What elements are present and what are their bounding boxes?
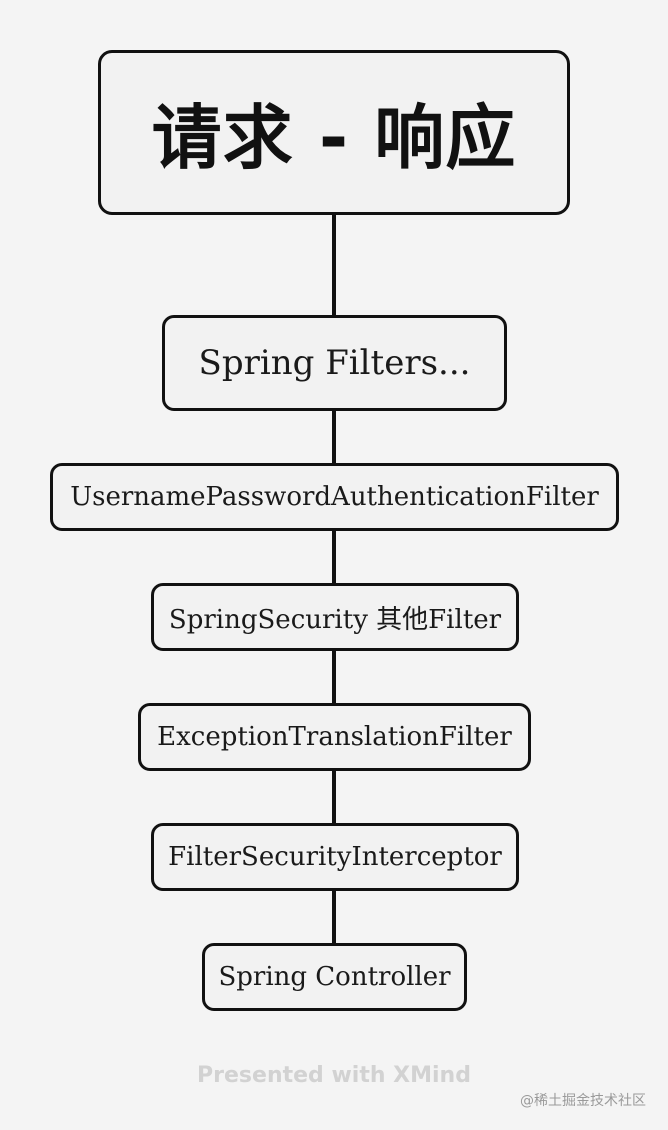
node-springsecurity-other-filters: SpringSecurity 其他Filter: [151, 583, 519, 651]
node-filter-security-interceptor: FilterSecurityInterceptor: [151, 823, 519, 891]
connector-other-filters-to-exception-filter: [332, 649, 336, 705]
connector-security-interceptor-to-controller: [332, 889, 336, 945]
node-spring-controller: Spring Controller: [202, 943, 467, 1011]
xmind-watermark: Presented with XMind: [197, 1063, 471, 1088]
connector-spring-filters-to-username-filter: [332, 409, 336, 465]
root-topic-request-response: 请求 - 响应: [98, 50, 570, 215]
connector-username-filter-to-other-filters: [332, 529, 336, 585]
node-spring-filters: Spring Filters...: [162, 315, 507, 411]
node-username-password-authentication-filter: UsernamePasswordAuthenticationFilter: [50, 463, 619, 531]
connector-exception-filter-to-security-interceptor: [332, 769, 336, 825]
source-credit: @稀土掘金技术社区: [520, 1093, 646, 1109]
node-exception-translation-filter: ExceptionTranslationFilter: [138, 703, 531, 771]
connector-root-to-spring-filters: [332, 213, 336, 317]
